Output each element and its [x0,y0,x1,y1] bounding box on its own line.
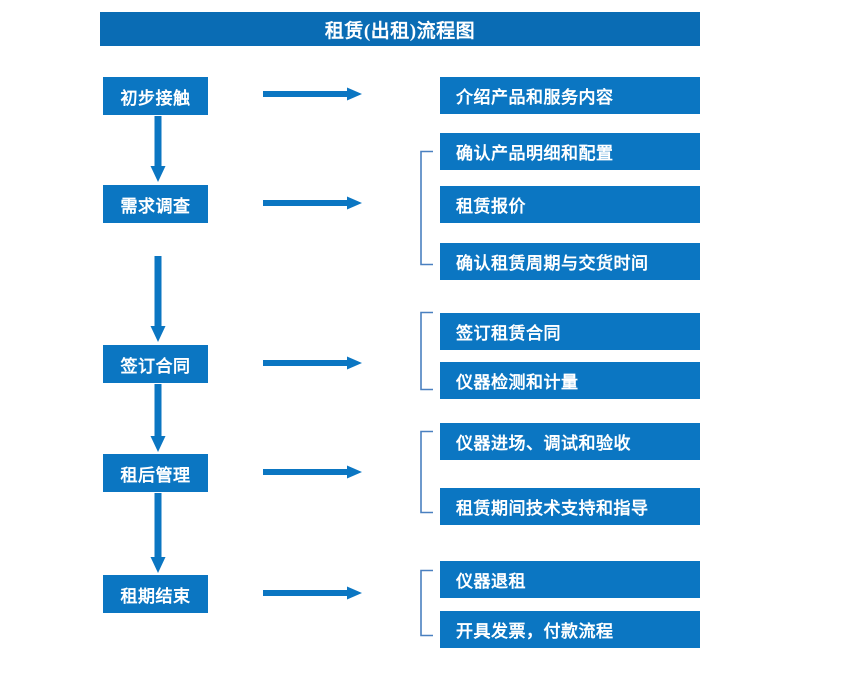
horizontal-arrow-2 [263,196,362,210]
detail-label: 确认租赁周期与交货时间 [456,254,649,273]
stage-box-post-rental-management[interactable]: 租后管理 [103,454,208,492]
detail-box-instrument-entry-commission[interactable]: 仪器进场、调试和验收 [440,423,700,460]
detail-box-instrument-return[interactable]: 仪器退租 [440,561,700,598]
horizontal-arrow-5 [263,586,362,600]
detail-label: 仪器退租 [456,572,526,591]
horizontal-arrow-4 [263,465,362,479]
vertical-arrow-3 [150,384,166,452]
group-bracket-needs-survey [420,150,433,266]
group-bracket-sign-contract [420,311,433,391]
stage-label: 签订合同 [120,356,191,376]
detail-box-confirm-lease-period[interactable]: 确认租赁周期与交货时间 [440,243,700,280]
detail-label: 租赁报价 [456,197,526,216]
stage-box-initial-contact[interactable]: 初步接触 [103,77,208,115]
detail-box-rental-quote[interactable]: 租赁报价 [440,186,700,223]
group-bracket-lease-end [420,569,433,637]
vertical-arrow-2 [150,256,166,342]
horizontal-arrow-3 [263,356,362,370]
horizontal-arrow-1 [263,87,362,101]
stage-box-lease-end[interactable]: 租期结束 [103,575,208,613]
detail-label: 介绍产品和服务内容 [456,88,614,107]
detail-label: 仪器进场、调试和验收 [456,434,631,453]
detail-label: 签订租赁合同 [456,324,561,343]
detail-box-sign-lease-contract[interactable]: 签订租赁合同 [440,313,700,350]
detail-label: 仪器检测和计量 [456,373,579,392]
detail-box-technical-support[interactable]: 租赁期间技术支持和指导 [440,488,700,525]
detail-label: 确认产品明细和配置 [456,144,614,163]
vertical-arrow-4 [150,493,166,573]
detail-label: 开具发票，付款流程 [456,622,614,641]
detail-box-invoice-payment[interactable]: 开具发票，付款流程 [440,611,700,648]
group-bracket-post-rental [420,430,433,514]
detail-box-instrument-inspection[interactable]: 仪器检测和计量 [440,362,700,399]
stage-label: 租期结束 [120,586,191,606]
stage-box-sign-contract[interactable]: 签订合同 [103,345,208,383]
stage-box-needs-survey[interactable]: 需求调查 [103,185,208,223]
page-title: 租赁(出租)流程图 [100,12,700,46]
stage-label: 需求调查 [120,196,191,216]
detail-label: 租赁期间技术支持和指导 [456,499,649,518]
stage-label: 初步接触 [120,88,191,108]
detail-box-introduce-products[interactable]: 介绍产品和服务内容 [440,77,700,114]
stage-label: 租后管理 [120,465,191,485]
detail-box-confirm-product-spec[interactable]: 确认产品明细和配置 [440,133,700,170]
vertical-arrow-1 [150,116,166,182]
